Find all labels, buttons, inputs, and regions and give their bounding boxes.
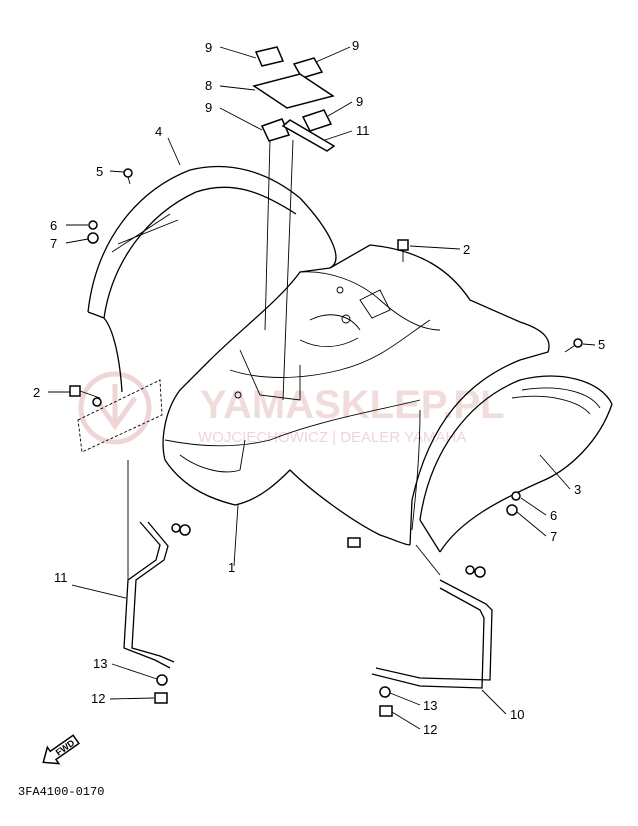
watermark-sub: WOJCIECHOWICZ | DEALER YAMAHA: [198, 429, 466, 446]
callout-2-right: 2: [463, 242, 470, 257]
callout-12-right: 12: [423, 722, 437, 737]
callout-1: 1: [228, 560, 235, 575]
fasteners: [69, 168, 583, 717]
callout-11-top: 11: [356, 123, 370, 138]
diagram-code: 3FA4100-0170: [18, 785, 104, 799]
callout-9a: 9: [205, 40, 212, 55]
leaders-top: [219, 46, 353, 401]
callout-10: 10: [510, 707, 524, 722]
fwd-arrow: FWD: [42, 734, 80, 765]
callout-13-right: 13: [423, 698, 437, 713]
callout-5-left: 5: [96, 164, 103, 179]
watermark-brand: YAMASKLEP.PL: [200, 383, 505, 427]
detail-box: [77, 379, 163, 453]
callout-11-bottom: 11: [54, 570, 68, 585]
callout-6-left: 6: [50, 218, 57, 233]
callout-5-right: 5: [598, 337, 605, 352]
callout-9b: 9: [352, 38, 359, 53]
right-fender: [419, 375, 613, 553]
callout-4: 4: [155, 124, 162, 139]
callout-9c: 9: [356, 94, 363, 109]
callouts: 9 9 8 9 9 11 4 5 6 7 2 2 5 3 6 7 1 11 13…: [33, 38, 605, 737]
decal-group-top: [252, 46, 336, 152]
watermark-logo: [78, 371, 152, 445]
fwd-arrow-icon: [42, 734, 80, 765]
callout-7-left: 7: [50, 236, 57, 251]
callout-8: 8: [205, 78, 212, 93]
callout-6-right: 6: [550, 508, 557, 523]
callout-13-left: 13: [93, 656, 107, 671]
callout-2-left: 2: [33, 385, 40, 400]
callout-12-left: 12: [91, 691, 105, 706]
rear-body: [162, 197, 550, 546]
callout-7-right: 7: [550, 529, 557, 544]
watermark: YAMASKLEP.PL WOJCIECHOWICZ | DEALER YAMA…: [78, 371, 505, 446]
callout-3: 3: [574, 482, 581, 497]
left-fender: [87, 165, 301, 393]
callout-9d: 9: [205, 100, 212, 115]
leaders-parts: [48, 137, 596, 730]
